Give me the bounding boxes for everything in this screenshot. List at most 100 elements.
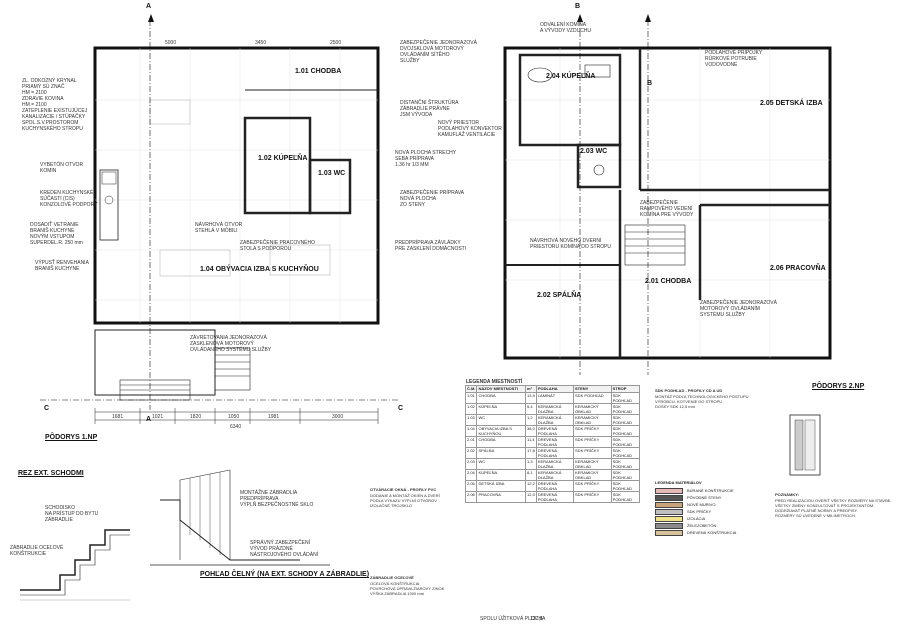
- legend-label: BÚRANÉ KONŠTRUKCIE: [687, 488, 734, 493]
- table-cell: SDK PRÍČKY: [573, 491, 612, 503]
- table-cell: DETSKÁ IZBA: [476, 480, 527, 492]
- legend-item: DREVENÁ KONŠTRUKCIA: [655, 529, 770, 536]
- note-left-7: VÝPUSŤ RENVEHANIA BRANIŠ KUCHYNE: [35, 260, 89, 272]
- table-cell: WC: [476, 458, 527, 470]
- legend-swatch: [655, 508, 683, 515]
- room-label-2-04: 2.04 KÚPEĽŇA: [546, 73, 596, 80]
- table-cell: 1,3: [525, 458, 537, 470]
- table-cell: KÚPEĽŇA: [476, 469, 527, 481]
- room-schedule-heading: LEGENDA MIESTNOSTÍ: [466, 379, 523, 385]
- room-label-1-04: 1.04 OBÝVACIA IZBA S KUCHYŇOU: [200, 266, 319, 273]
- table-cell: 1.03: [464, 414, 478, 426]
- table-total-value: 137,8: [530, 616, 543, 622]
- note-front-1: MONTÁŽNE ZÁBRADLIA PREDPRÍPRAVA VÝPLŇ BE…: [240, 490, 314, 508]
- note-left-5: KREDEN KUCHYNSKÉ SÚČASTI (CIS) KONZOLOVÉ…: [40, 190, 98, 208]
- table-cell: 12,0: [525, 491, 537, 503]
- room-label-1-01: 1.01 CHODBA: [295, 68, 342, 75]
- note-stairs-2: ZÁBRADLIE OCEĽOVÉ KONŠTRUKCIE: [10, 545, 64, 557]
- ceiling-notes-heading: SDK PODHĽAD - PROFILY CD A UD: [655, 388, 723, 393]
- table-cell: 2.05: [464, 480, 478, 492]
- legend-label: SDK PRÍČKY: [687, 509, 712, 514]
- legend-swatch: [655, 501, 683, 508]
- legend-swatch: [655, 515, 683, 522]
- table-cell: 1.02: [464, 403, 478, 415]
- note-left-2: ZDRAVIE KOVINA HM = 2100: [22, 96, 64, 108]
- table-cell: KERAMICKÁ DLAŽBA: [535, 458, 575, 470]
- legend-item: IZOLÁCIA: [655, 515, 770, 522]
- table-cell: DREVENÁ PODLAHA: [535, 425, 575, 437]
- section-marker-a-bottom: A: [146, 416, 152, 423]
- note-floor2-mid: NOVÝ PRIESTOR PODLAHOVÝ KONVEKTOR KAMUFL…: [438, 120, 502, 138]
- note-stairs-1: SCHODISKO NA PRÍSTUP DO BYTU ZÁBRADLIE: [45, 505, 99, 523]
- table-cell: KERAMICKÁ DLAŽBA: [535, 469, 575, 481]
- room-label-2-02: 2.02 SPÁLŇA: [537, 292, 582, 299]
- table-cell: SDK PODHĽAD: [610, 469, 641, 481]
- note-floor2-low: NÁVRHOVÁ NOVÉHO DVERNÍ PRIESTORU KOMÍNA …: [530, 238, 612, 250]
- dim-bottom-5: 1981: [268, 414, 280, 420]
- table-cell: KERAMICKÁ DLAŽBA: [535, 414, 575, 426]
- table-cell: SDK PODHĽAD: [573, 392, 612, 404]
- stairs-section-title: REZ EXT. SCHODMI: [18, 470, 84, 477]
- note-mid-1: ZABEZPEČENIE PRACOVNÉHO STOLA S PODPOROU: [240, 240, 316, 252]
- table-cell: 1.04: [464, 425, 478, 437]
- table-total-label: SPOLU ÚŽITKOVÁ PLOCHA: [480, 616, 546, 622]
- table-cell: 12,2: [525, 480, 537, 492]
- section-marker-a-top: A: [146, 3, 152, 10]
- room-label-1-03: 1.03 WC: [318, 170, 346, 177]
- room-label-2-05: 2.05 DETSKÁ IZBA: [760, 100, 823, 107]
- col-header: STROP: [610, 385, 641, 393]
- north-arrow: [148, 14, 651, 22]
- ceiling-notes: MONTÁŽ PODĽA TECHNOLOGICKÉHO POSTUPU VÝR…: [655, 394, 749, 409]
- table-cell: CHODBA: [476, 436, 527, 448]
- table-cell: PRACOVŇA: [476, 491, 527, 503]
- table-cell: 5,4: [525, 403, 537, 415]
- note-mid-4: ZÁVRETOVANIA JEDNORAZOVÁ ZASKLENOVÁ MOTO…: [190, 335, 272, 353]
- table-cell: SDK PODHĽAD: [610, 403, 641, 415]
- table-cell: SPÁLŇA: [476, 447, 527, 459]
- table-cell: KERAMICKÝ OBKLAD: [573, 403, 612, 415]
- room-schedule-table: Č.M. NÁZOV MIESTNOSTI m² PODLAHA STENY S…: [464, 385, 641, 503]
- table-cell: SDK PRÍČKY: [573, 436, 612, 448]
- legend-label: IZOLÁCIA: [687, 516, 706, 521]
- col-header: STENY: [573, 385, 612, 393]
- section-marker-c-left: C: [44, 405, 50, 412]
- dim-bottom-1: 1681: [112, 414, 124, 420]
- table-cell: SDK PODHĽAD: [610, 436, 641, 448]
- section-marker-b-top: B: [575, 3, 581, 10]
- legend-swatch: [655, 529, 683, 536]
- legend-item: NOVÉ MURIVO: [655, 501, 770, 508]
- general-notes: PRED REALIZÁCIOU OVERIŤ VŠETKY ROZMERY N…: [775, 498, 892, 518]
- section-marker-b-bottom: B: [647, 80, 653, 87]
- note-floor2-right-3: ZABEZPEČENIE RAMPOVÉHO VEDENÍ KOMÍNA PRE…: [640, 200, 694, 218]
- dim-bottom-2: 1021: [152, 414, 164, 420]
- note-front-2: SPRÁVNÝ ZABEZPEČENÍ VÝVOD PRÁZDNÉ NÁSTRO…: [250, 540, 319, 558]
- legend-swatch: [655, 522, 683, 529]
- table-cell: 2.02: [464, 447, 478, 459]
- table-cell: DREVENÁ PODLAHA: [535, 491, 575, 503]
- note-floor2-right-2: ZABEZPEČENIE JEDNORAZOVÁ MOTOROVÝ OVLÁDA…: [700, 300, 777, 318]
- table-cell: SDK PRÍČKY: [573, 447, 612, 459]
- table-cell: KÚPEĽŇA: [476, 403, 527, 415]
- note-mid-3: ZABEZPEČENIE JEDNORAZOVÁ DVOJSKLOVÁ MOTO…: [400, 40, 477, 64]
- dim-top-1: 5000: [165, 40, 177, 46]
- dim-bottom-6: 3000: [332, 414, 344, 420]
- col-header: m²: [525, 385, 537, 393]
- note-left-4: VYBETÓN OTVOR KOMIN: [40, 162, 84, 174]
- table-cell: KERAMICKÝ OBKLAD: [573, 414, 612, 426]
- table-cell: 11,4: [525, 436, 537, 448]
- table-cell: SDK PODHĽAD: [610, 480, 641, 492]
- table-cell: SDK PRÍČKY: [573, 480, 612, 492]
- railing-notes-heading: ZÁBRADLIE OCEĽOVÉ: [370, 575, 414, 580]
- legend-item: PÔVODNÉ STENY: [655, 494, 770, 501]
- table-cell: 13,9: [525, 392, 537, 404]
- col-header: PODLAHA: [535, 385, 575, 393]
- legend-label: DREVENÁ KONŠTRUKCIA: [687, 530, 737, 535]
- general-notes-heading: POZNÁMKY:: [775, 492, 799, 497]
- note-center-3: PREDPRÍPRAVA ZÁVLÁDKY PRE ZASKLENÍ DOMÁC…: [395, 240, 467, 252]
